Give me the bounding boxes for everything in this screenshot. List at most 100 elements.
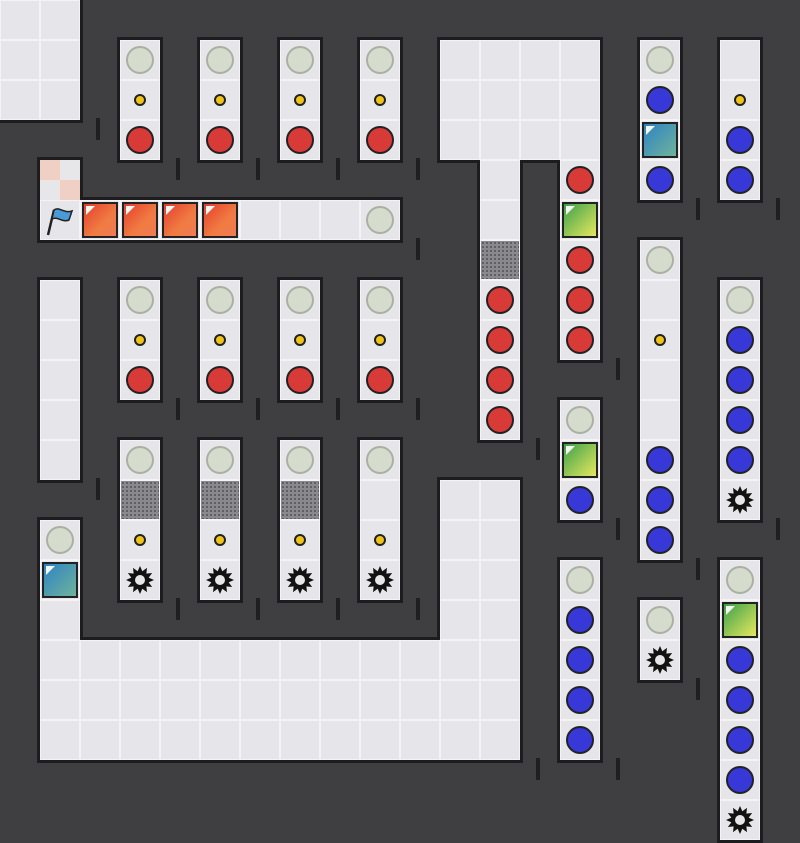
wall-segment: [160, 277, 163, 403]
red-ball[interactable]: [120, 120, 160, 160]
wall-segment: [37, 480, 83, 483]
wall-segment: [37, 157, 40, 243]
green-crate[interactable]: [560, 200, 600, 240]
floor-tile: [280, 720, 320, 760]
green-crate[interactable]: [720, 600, 760, 640]
red-ball[interactable]: [480, 280, 520, 320]
spike-hazard-icon: [640, 640, 680, 680]
wall-segment: [240, 437, 243, 603]
fire-crate[interactable]: [200, 200, 240, 240]
blue-ball[interactable]: [720, 160, 760, 200]
wall-segment: [520, 477, 523, 643]
red-ball[interactable]: [280, 360, 320, 400]
blue-ball[interactable]: [720, 720, 760, 760]
floor-tile: [480, 160, 520, 200]
floor-tile: [0, 80, 40, 120]
red-ball[interactable]: [560, 280, 600, 320]
gate-post: [336, 158, 340, 180]
wall-segment: [717, 520, 763, 523]
gate-post: [616, 358, 620, 380]
floor-tile: [40, 80, 80, 120]
teal-crate[interactable]: [640, 120, 680, 160]
wall-segment: [400, 37, 403, 163]
empty-slot: [640, 40, 680, 80]
red-ball[interactable]: [200, 360, 240, 400]
floor-tile: [480, 640, 520, 680]
floor-tile: [480, 560, 520, 600]
floor-tile: [440, 80, 480, 120]
floor-tile: [440, 40, 480, 80]
fire-crate[interactable]: [80, 200, 120, 240]
wall-segment: [117, 160, 163, 163]
wall-segment: [37, 637, 40, 763]
blue-ball[interactable]: [720, 400, 760, 440]
blue-ball[interactable]: [720, 680, 760, 720]
wall-segment: [557, 397, 603, 400]
wall-segment: [117, 37, 163, 40]
empty-slot: [560, 400, 600, 440]
floor-tile: [0, 40, 40, 80]
green-crate[interactable]: [560, 440, 600, 480]
red-ball[interactable]: [560, 320, 600, 360]
wall-segment: [37, 760, 523, 763]
floor-tile: [280, 200, 320, 240]
blue-ball[interactable]: [720, 760, 760, 800]
blue-ball[interactable]: [560, 680, 600, 720]
wall-segment: [357, 600, 403, 603]
blue-ball[interactable]: [560, 720, 600, 760]
blue-ball[interactable]: [560, 480, 600, 520]
blue-ball[interactable]: [640, 480, 680, 520]
blue-ball[interactable]: [560, 600, 600, 640]
blue-ball[interactable]: [720, 320, 760, 360]
blue-ball[interactable]: [640, 80, 680, 120]
wall-segment: [197, 400, 243, 403]
empty-slot: [720, 280, 760, 320]
red-ball[interactable]: [480, 400, 520, 440]
blue-ball[interactable]: [640, 160, 680, 200]
floor-tile: [440, 720, 480, 760]
floor-tile: [40, 360, 80, 400]
red-ball[interactable]: [560, 160, 600, 200]
gate-post: [256, 158, 260, 180]
red-ball[interactable]: [360, 360, 400, 400]
blue-ball[interactable]: [640, 440, 680, 480]
coin: [280, 320, 320, 360]
blue-ball[interactable]: [720, 440, 760, 480]
wall-segment: [477, 440, 523, 443]
blue-ball[interactable]: [560, 640, 600, 680]
red-ball[interactable]: [480, 320, 520, 360]
floor-tile: [320, 200, 360, 240]
red-ball[interactable]: [200, 120, 240, 160]
fire-crate[interactable]: [120, 200, 160, 240]
wall-segment: [277, 160, 323, 163]
blue-ball[interactable]: [720, 360, 760, 400]
grate-tile: [200, 480, 240, 520]
blue-ball[interactable]: [720, 120, 760, 160]
red-ball[interactable]: [120, 360, 160, 400]
spike-hazard-icon: [120, 560, 160, 600]
goal-flag-icon: [40, 200, 80, 240]
red-ball[interactable]: [480, 360, 520, 400]
red-ball[interactable]: [360, 120, 400, 160]
blue-ball[interactable]: [640, 520, 680, 560]
floor-tile: [640, 360, 680, 400]
teal-crate[interactable]: [40, 560, 80, 600]
wall-segment: [400, 437, 403, 603]
fire-crate[interactable]: [160, 200, 200, 240]
gate-post: [416, 238, 420, 260]
floor-tile: [120, 720, 160, 760]
floor-tile: [40, 640, 80, 680]
blue-ball[interactable]: [720, 640, 760, 680]
floor-tile: [120, 680, 160, 720]
wall-segment: [277, 437, 323, 440]
wall-segment: [437, 37, 440, 163]
wall-segment: [717, 557, 720, 843]
wall-segment: [557, 360, 603, 363]
red-ball[interactable]: [560, 240, 600, 280]
red-ball[interactable]: [280, 120, 320, 160]
floor-tile: [40, 680, 80, 720]
gate-post: [416, 398, 420, 420]
wall-segment: [600, 157, 603, 363]
wall-segment: [557, 397, 560, 523]
floor-tile: [320, 680, 360, 720]
